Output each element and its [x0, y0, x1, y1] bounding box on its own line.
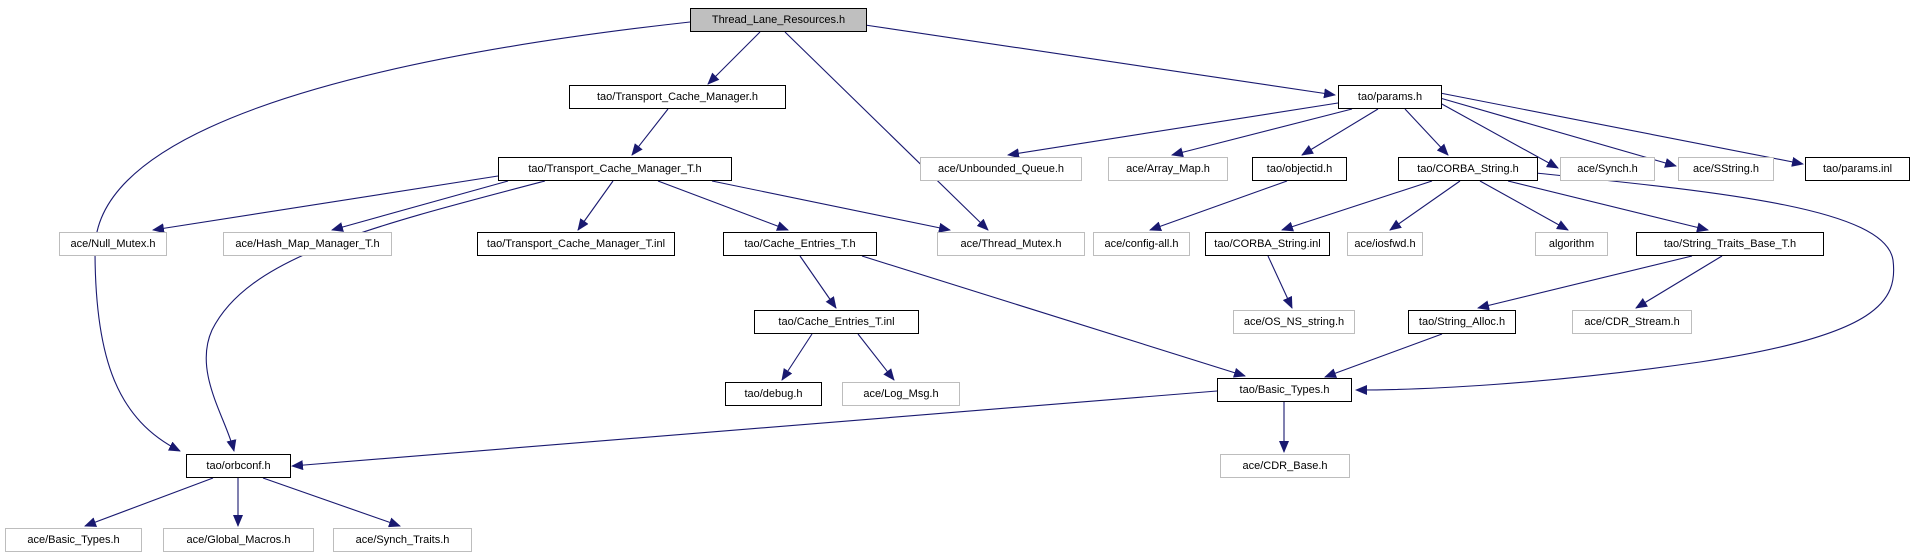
node-PARAMS[interactable]: tao/params.h [1338, 85, 1442, 109]
node-CSI[interactable]: tao/CORBA_String.inl [1205, 232, 1330, 256]
node-CDRS: ace/CDR_Stream.h [1572, 310, 1692, 334]
edge-CS-IOS [1389, 180, 1461, 231]
edge-TCMT-TCMTI [577, 180, 614, 231]
node-OS: ace/OS_NS_string.h [1233, 310, 1355, 334]
edge-CEI-DBG [781, 333, 813, 381]
node-LM: ace/Log_Msg.h [842, 382, 960, 406]
edge-PARAMS-UQ [1007, 102, 1339, 159]
node-CDRB: ace/CDR_Base.h [1220, 454, 1350, 478]
edge-TCMT-TM [711, 180, 951, 233]
edge-STB-CDRS [1635, 255, 1723, 309]
node-ORB[interactable]: tao/orbconf.h [186, 454, 291, 478]
node-ALG: algorithm [1535, 232, 1608, 256]
edge-CE-CEI [799, 255, 837, 309]
edge-ORB-ABT [84, 477, 214, 527]
node-CS[interactable]: tao/CORBA_String.h [1398, 157, 1538, 181]
node-TCM[interactable]: tao/Transport_Cache_Manager.h [569, 85, 786, 109]
node-AGM: ace/Global_Macros.h [163, 528, 314, 552]
edge-OBJ-CFG [1149, 180, 1288, 232]
node-SA[interactable]: tao/String_Alloc.h [1408, 310, 1516, 334]
edge-PARAMS-CS [1404, 108, 1449, 156]
edge-CS-ALG [1479, 180, 1569, 231]
edge-ORB-AST [262, 477, 401, 528]
node-TM: ace/Thread_Mutex.h [937, 232, 1085, 256]
edge-TCMT-HM [331, 180, 509, 232]
edge-TCMT-CE [657, 180, 789, 231]
node-TCMTI[interactable]: tao/Transport_Cache_Manager_T.inl [477, 232, 675, 256]
node-UQ: ace/Unbounded_Queue.h [920, 157, 1082, 181]
edge-CS-BT [1355, 172, 1895, 395]
node-TLR: Thread_Lane_Resources.h [690, 8, 867, 32]
node-SY: ace/Synch.h [1560, 157, 1655, 181]
node-SS: ace/SString.h [1678, 157, 1774, 181]
edge-TLR-TM [784, 31, 989, 231]
edge-SA-BT [1324, 333, 1443, 378]
edge-TCMT-ORB [205, 180, 546, 452]
edge-PARAMS-SS [1439, 97, 1677, 168]
node-DBG[interactable]: tao/debug.h [725, 382, 822, 406]
edge-CEI-LM [857, 333, 895, 381]
edge-CE-BT [861, 255, 1246, 378]
edge-PARAMS-AM [1171, 108, 1353, 158]
edge-CSI-OS [1267, 255, 1293, 309]
edge-BT-ORB [291, 390, 1218, 471]
edge-TCM-TCMT [631, 108, 669, 156]
node-CEI[interactable]: tao/Cache_Entries_T.inl [754, 310, 919, 334]
edge-PARAMS-OBJ [1301, 108, 1379, 156]
node-TCMT[interactable]: tao/Transport_Cache_Manager_T.h [498, 157, 732, 181]
edge-TCMT-NM [152, 175, 499, 234]
node-ABT: ace/Basic_Types.h [5, 528, 142, 552]
node-CFG: ace/config-all.h [1093, 232, 1190, 256]
node-AST: ace/Synch_Traits.h [333, 528, 472, 552]
edge-TLR-ORB [94, 21, 691, 452]
node-AM: ace/Array_Map.h [1108, 157, 1228, 181]
node-OBJ[interactable]: tao/objectid.h [1252, 157, 1347, 181]
node-NM: ace/Null_Mutex.h [59, 232, 167, 256]
node-BT[interactable]: tao/Basic_Types.h [1217, 378, 1352, 402]
edge-CS-CSI [1281, 180, 1433, 232]
node-STB[interactable]: tao/String_Traits_Base_T.h [1636, 232, 1824, 256]
node-CE[interactable]: tao/Cache_Entries_T.h [723, 232, 877, 256]
node-PI[interactable]: tao/params.inl [1805, 157, 1910, 181]
edge-TLR-PARAMS [864, 24, 1336, 99]
edge-STB-SA [1477, 255, 1693, 311]
node-IOS: ace/iosfwd.h [1347, 232, 1423, 256]
edge-TLR-TCM [707, 31, 761, 85]
node-HM: ace/Hash_Map_Manager_T.h [223, 232, 392, 256]
edge-PARAMS-SY [1439, 102, 1559, 169]
edge-PARAMS-PI [1439, 92, 1804, 167]
edge-CS-STB [1507, 180, 1709, 233]
